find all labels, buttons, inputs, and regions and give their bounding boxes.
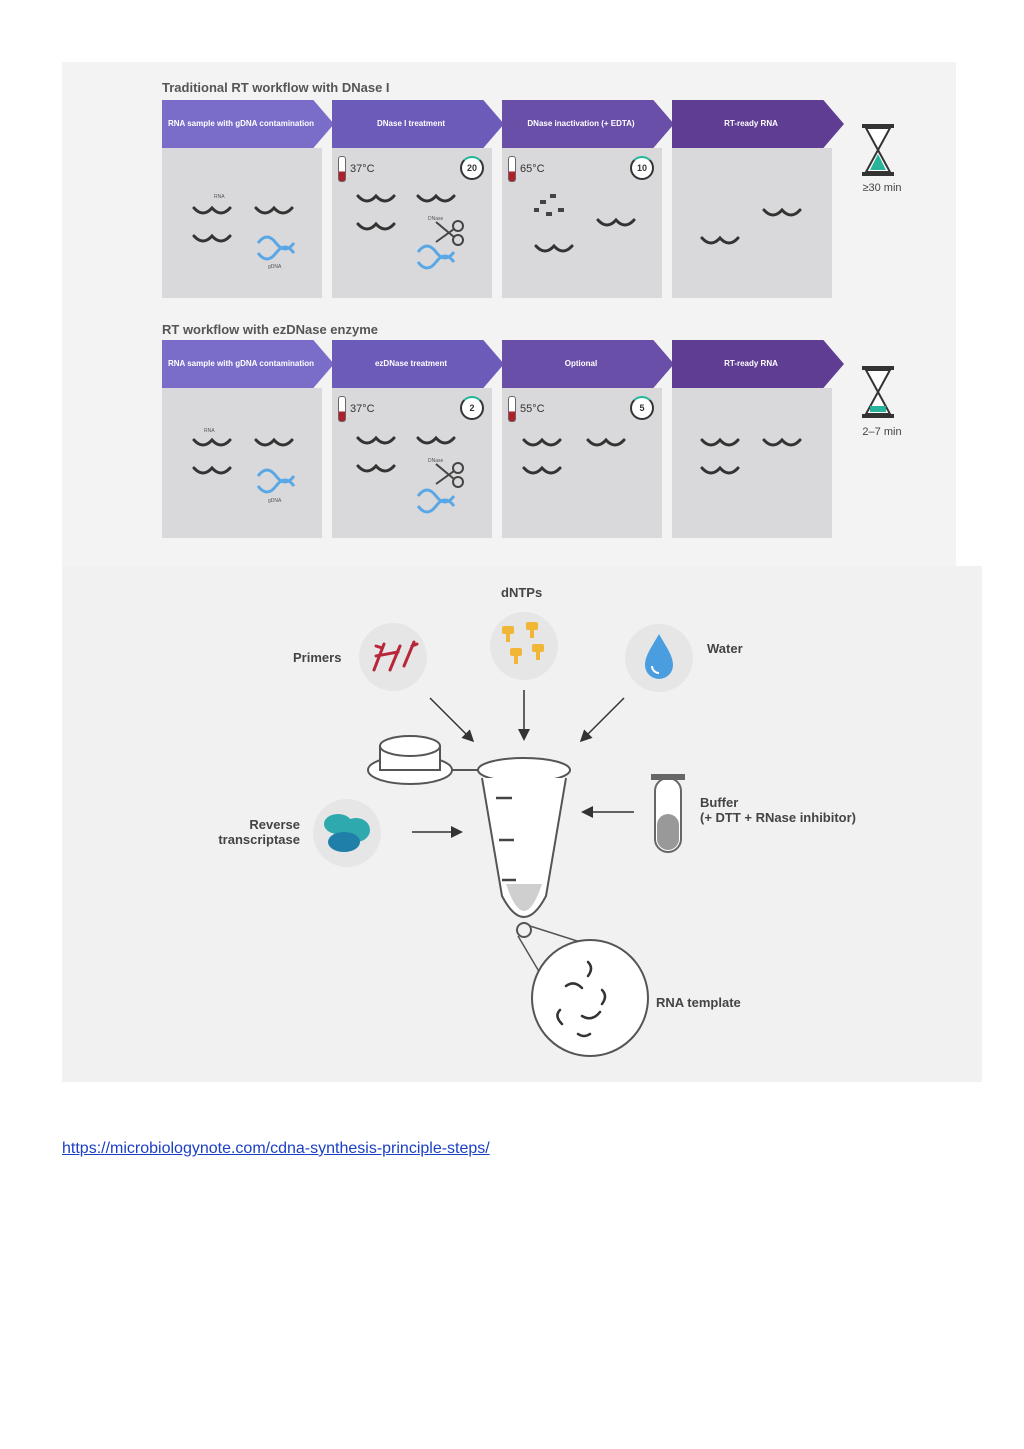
ez-step-3: Optional 55°C 5	[502, 340, 674, 538]
rt-ready-rna-illustration	[700, 207, 802, 245]
temperature-readout: 65°C	[508, 156, 545, 182]
traditional-step-3: DNase inactivation (+ EDTA) 65°C 10	[502, 100, 674, 298]
buffer-label: Buffer (+ DTT + RNase inhibitor)	[700, 795, 857, 825]
step-panel: 37°C 2 DNase	[332, 388, 492, 538]
traditional-step-1: RNA sample with gDNA contamination RNA g…	[162, 100, 334, 298]
step-banner: RT-ready RNA	[672, 340, 844, 388]
dnase-tag: DNase	[428, 216, 444, 222]
temperature-readout: 37°C	[338, 396, 375, 422]
primers-icon-bg	[359, 623, 427, 691]
gdna-tag: gDNA	[268, 264, 282, 270]
step-panel: 55°C 5	[502, 388, 662, 538]
thermometer-icon	[508, 396, 516, 422]
rna-gdna-illustration: RNA gDNA	[192, 428, 296, 504]
rt-reaction-figure: dNTPs Primers Water Reverse transcriptas…	[62, 566, 982, 1082]
ez-workflow-steps: RNA sample with gDNA contamination RNA g…	[162, 340, 852, 538]
timer-icon: 2	[460, 396, 484, 420]
ez-step-1: RNA sample with gDNA contamination RNA g…	[162, 340, 334, 538]
step-banner: RNA sample with gDNA contamination	[162, 100, 334, 148]
rna-tag: RNA	[204, 428, 215, 434]
traditional-duration: ≥30 min	[862, 182, 902, 194]
primers-label: Primers	[293, 650, 342, 665]
ez-step-4: RT-ready RNA	[672, 340, 844, 538]
buffer-tube-icon	[651, 774, 685, 853]
step-panel: RNA gDNA	[162, 388, 322, 538]
step-panel: RNA gDNA	[162, 148, 322, 298]
ez-step-2: ezDNase treatment 37°C 2 DNase	[332, 340, 504, 538]
thermometer-icon	[338, 156, 346, 182]
step-panel: 65°C 10	[502, 148, 662, 298]
rna-template-label: RNA template	[656, 995, 741, 1010]
rt-workflow-figure: Traditional RT workflow with DNase I RNA…	[62, 62, 956, 566]
reverse-transcriptase-icon	[324, 814, 370, 852]
timer-icon: 20	[460, 156, 484, 180]
timer-icon: 5	[630, 396, 654, 420]
water-label: Water	[707, 641, 743, 656]
source-link[interactable]: https://microbiologynote.com/cdna-synthe…	[62, 1140, 490, 1157]
scissors-icon	[435, 462, 464, 488]
step-panel	[672, 148, 832, 298]
step-panel	[672, 388, 832, 538]
microcentrifuge-tube	[477, 757, 571, 938]
step-panel: 37°C 20 DNase	[332, 148, 492, 298]
reaction-diagram	[313, 612, 693, 1057]
dntps-icon	[502, 622, 544, 664]
thermometer-icon	[508, 156, 516, 182]
tube-cap	[367, 735, 482, 785]
dntps-icon-bg	[490, 612, 558, 680]
scissors-icon	[435, 220, 464, 246]
step-banner: DNase I treatment	[332, 100, 504, 148]
hourglass-icon	[862, 366, 894, 418]
traditional-step-2: DNase I treatment 37°C 20 DNase	[332, 100, 504, 298]
timer-icon: 10	[630, 156, 654, 180]
dnase-treatment-illustration: DNase	[356, 193, 464, 270]
traditional-step-4: RT-ready RNA	[672, 100, 844, 298]
step-banner: ezDNase treatment	[332, 340, 504, 388]
ez-workflow-title: RT workflow with ezDNase enzyme	[162, 322, 378, 337]
primers-icon	[372, 640, 419, 672]
ezdnase-treatment-illustration: DNase	[356, 435, 464, 514]
rt-ready-rna-illustration	[700, 437, 802, 475]
dnase-inactivation-illustration	[534, 194, 636, 253]
thermometer-icon	[338, 396, 346, 422]
gdna-tag: gDNA	[268, 498, 282, 504]
step-banner: DNase inactivation (+ EDTA)	[502, 100, 674, 148]
dnase-tag: DNase	[428, 458, 444, 464]
dntps-label: dNTPs	[501, 585, 543, 600]
fragmented-dna	[534, 194, 564, 216]
step-banner: Optional	[502, 340, 674, 388]
optional-step-illustration	[522, 437, 626, 475]
traditional-workflow-title: Traditional RT workflow with DNase I	[162, 80, 390, 95]
traditional-workflow-steps: RNA sample with gDNA contamination RNA g…	[162, 100, 852, 298]
hourglass-icon	[862, 124, 894, 176]
temperature-readout: 37°C	[338, 156, 375, 182]
rna-gdna-illustration: RNA gDNA	[192, 194, 296, 270]
temperature-readout: 55°C	[508, 396, 545, 422]
rna-template-zoom	[531, 939, 649, 1057]
rna-strands	[556, 960, 607, 1038]
rna-tag: RNA	[214, 194, 225, 200]
ez-duration: 2–7 min	[862, 426, 902, 438]
reverse-transcriptase-label: Reverse transcriptase	[218, 817, 300, 847]
step-banner: RNA sample with gDNA contamination	[162, 340, 334, 388]
step-banner: RT-ready RNA	[672, 100, 844, 148]
